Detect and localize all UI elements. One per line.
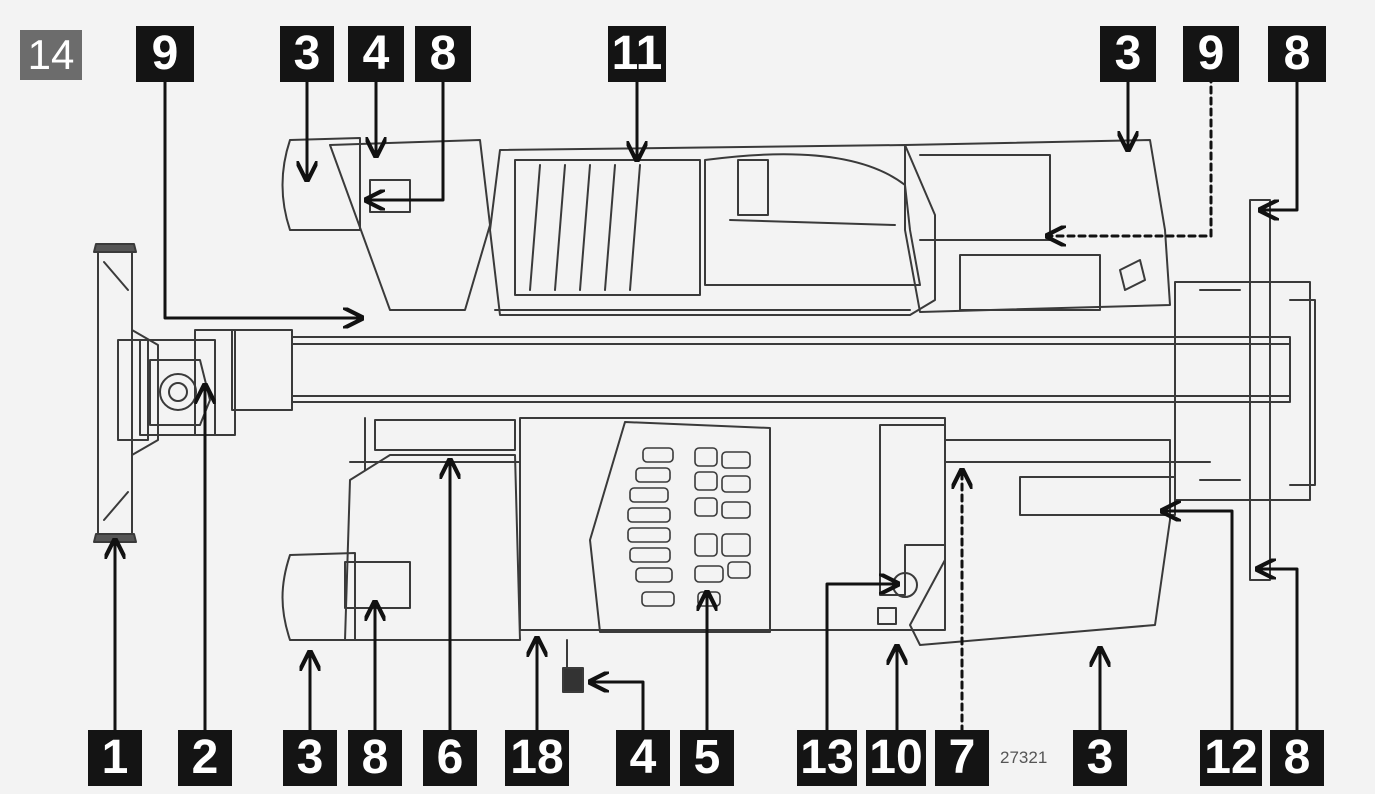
callout-top-11: 11 <box>608 26 666 82</box>
arrow-4-bottom <box>590 682 645 734</box>
callout-top-8-right: 8 <box>1268 26 1326 82</box>
tow-hitch <box>562 639 584 693</box>
callout-bottom-3-right: 3 <box>1073 730 1127 786</box>
callout-top-3-right: 3 <box>1100 26 1156 82</box>
arrow-9-left <box>163 74 362 318</box>
callout-bottom-12: 12 <box>1200 730 1262 786</box>
rear-left-wheel <box>904 139 1171 313</box>
rear-counterweight-frame <box>1199 199 1271 581</box>
callout-bottom-18: 18 <box>505 730 569 786</box>
arrow-12 <box>1162 511 1234 734</box>
front-right-wheel <box>281 454 521 641</box>
callout-top-9-right: 9 <box>1183 26 1239 82</box>
arrow-8-bottom-right <box>1257 569 1299 734</box>
callout-top-3-left: 3 <box>280 26 334 82</box>
front-left-wheel <box>281 137 491 311</box>
callout-bottom-13: 13 <box>797 730 857 786</box>
arrow-9-right <box>1047 74 1213 236</box>
callout-bottom-8-left: 8 <box>348 730 402 786</box>
callout-bottom-7: 7 <box>935 730 989 786</box>
callout-bottom-4: 4 <box>616 730 670 786</box>
boom-head <box>139 329 236 436</box>
arrow-8-top-right <box>1260 74 1299 210</box>
boom <box>231 281 1316 501</box>
callout-top-9-left: 9 <box>136 26 194 82</box>
callout-bottom-3-left: 3 <box>283 730 337 786</box>
page-label: 14 <box>20 30 82 80</box>
callout-bottom-10: 10 <box>866 730 926 786</box>
arrow-13 <box>825 584 898 734</box>
engine-grille-slots <box>627 447 751 607</box>
callout-top-4: 4 <box>348 26 404 82</box>
leader-arrows <box>115 74 1299 734</box>
front-attachment-plate <box>93 243 159 543</box>
callout-bottom-1: 1 <box>88 730 142 786</box>
figure-number: 27321 <box>1000 748 1048 767</box>
callout-bottom-8-right: 8 <box>1270 730 1324 786</box>
callout-top-8-left: 8 <box>415 26 471 82</box>
engine-cover <box>519 417 946 633</box>
callout-bottom-6: 6 <box>423 730 477 786</box>
callout-bottom-2: 2 <box>178 730 232 786</box>
cab <box>489 144 936 316</box>
arrow-8-top-left <box>366 74 445 200</box>
callout-bottom-5: 5 <box>680 730 734 786</box>
rear-right-wheel <box>909 439 1211 646</box>
side-steps <box>349 417 521 471</box>
